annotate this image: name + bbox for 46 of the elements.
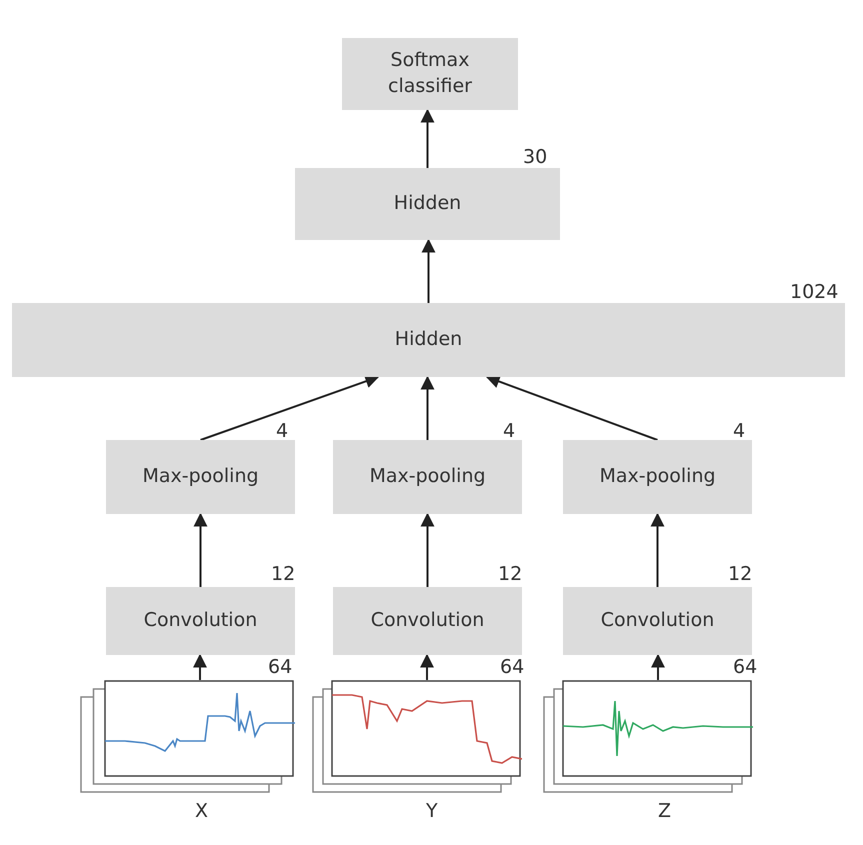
arrow — [422, 238, 436, 303]
process-box — [106, 587, 295, 655]
layer-box — [342, 38, 518, 110]
size-label: 64 — [500, 656, 524, 678]
size-label: 30 — [523, 146, 548, 168]
size-label: 64 — [733, 656, 758, 678]
process-box — [563, 587, 752, 655]
axis-name-label: Y — [426, 800, 438, 822]
signal-plot-drawing — [312, 680, 522, 795]
size-label: 4 — [503, 420, 516, 442]
node-label: Convolution — [144, 608, 258, 634]
process-box — [333, 440, 522, 514]
node-label: Max-pooling — [142, 464, 259, 490]
axis-name-label: Z — [658, 800, 672, 822]
layer-box — [12, 303, 845, 377]
signal-plot-drawing — [543, 680, 753, 795]
arrow — [193, 654, 207, 680]
node-label: Max-pooling — [369, 464, 486, 490]
process-box — [563, 440, 752, 514]
arrow — [420, 108, 434, 168]
axis-name-label: X — [195, 800, 208, 822]
node-label: Max-pooling — [599, 464, 716, 490]
arrow — [420, 376, 434, 440]
arrow — [420, 654, 434, 680]
node-label: Hidden — [394, 327, 462, 352]
size-label: 1024 — [790, 281, 838, 303]
size-label: 12 — [728, 563, 752, 585]
arrow — [650, 512, 664, 587]
process-box — [333, 587, 522, 655]
size-label: 12 — [498, 563, 522, 585]
node-label: Softmax classifier — [387, 48, 473, 99]
process-box — [106, 440, 295, 514]
size-label: 12 — [271, 563, 296, 585]
node-label: Convolution — [600, 608, 714, 634]
size-label: 4 — [733, 420, 746, 442]
layer-box — [295, 168, 560, 240]
arrow — [651, 654, 665, 680]
size-label: 4 — [276, 420, 288, 442]
arrow — [200, 374, 380, 441]
arrow — [420, 512, 434, 587]
node-label: Hidden — [394, 191, 462, 216]
arrow — [194, 512, 208, 587]
node-label: Convolution — [370, 608, 484, 634]
size-label: 64 — [268, 656, 292, 678]
arrow — [486, 374, 658, 441]
signal-plot-drawing — [80, 680, 295, 795]
